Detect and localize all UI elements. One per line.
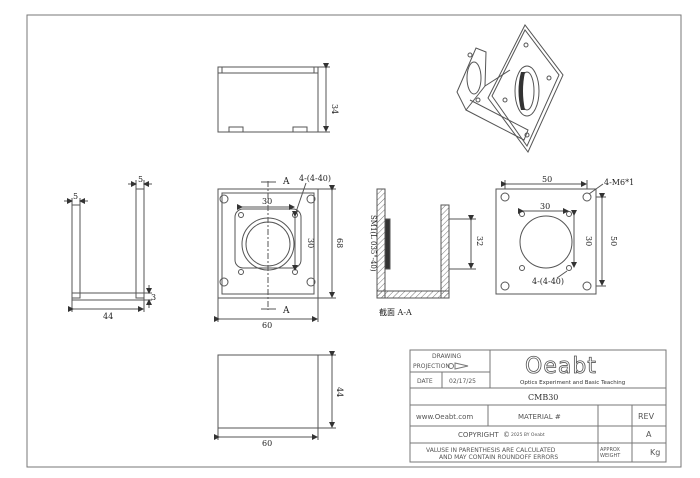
rear-inner-width-dim: 30 xyxy=(540,202,550,211)
section-height-dim: 32 xyxy=(475,236,484,246)
section-view xyxy=(376,188,476,299)
section-caption: 截面 A-A xyxy=(379,307,412,317)
logo-subtitle: Optics Experiment and Basic Teaching xyxy=(520,380,625,386)
front-section-label-bottom: A xyxy=(282,306,290,316)
rev-value: A xyxy=(646,430,652,439)
rear-view xyxy=(495,180,606,295)
drawing-label: DRAWING xyxy=(432,353,462,360)
rear-width-dim: 50 xyxy=(542,175,552,184)
front-view xyxy=(214,181,336,322)
rev-label: REV xyxy=(638,412,655,421)
approx-label: APPROX xyxy=(600,447,621,453)
front-hole-note: 4-(4-40) xyxy=(299,174,331,183)
projection-label: PROJECTION xyxy=(413,363,450,370)
disclaimer-line-2: AND MAY CONTAIN ROUNDOFF ERRORS xyxy=(439,454,558,461)
side-left-thickness-dim: 5 xyxy=(73,192,78,201)
bottom-view xyxy=(214,351,336,440)
website-link[interactable]: www.Oeabt.com xyxy=(416,413,473,421)
rear-inner-height-dim: 30 xyxy=(584,236,593,246)
section-thread-note: SM1(L 035"-40) xyxy=(369,215,377,272)
side-base-thickness-dim: 3 xyxy=(151,293,156,302)
title-block: DRAWING PROJECTION DATE 02/17/25 Oeabt O… xyxy=(409,349,667,463)
rear-hole-note: 4-M6*1 xyxy=(604,178,634,187)
part-number: CMB30 xyxy=(528,393,558,402)
front-inner-height-dim: 30 xyxy=(306,238,315,248)
rear-hole-note-bottom: 4-(4-40) xyxy=(532,277,564,286)
top-view xyxy=(217,63,330,133)
sheet-border xyxy=(26,14,682,468)
side-width-dim: 44 xyxy=(103,312,113,321)
isometric-thread-shading xyxy=(518,72,525,110)
date-value: 02/17/25 xyxy=(449,378,476,385)
top-view-height-dim: 34 xyxy=(330,104,339,114)
date-label: DATE xyxy=(417,378,433,385)
bottom-width-dim: 60 xyxy=(262,439,272,448)
weight-unit: Kg xyxy=(650,448,660,457)
bottom-height-dim: 44 xyxy=(335,387,344,397)
weight-label: WEIGHT xyxy=(600,453,621,459)
front-height-dim: 68 xyxy=(335,238,344,248)
copyright-small: 2025 BY Oeabt xyxy=(511,432,545,438)
isometric-view xyxy=(456,24,564,153)
company-logo: Oeabt xyxy=(525,354,597,379)
copyright-label: COPYRIGHT xyxy=(458,431,499,439)
front-section-label-top: A xyxy=(282,177,290,187)
side-top-thickness-dim: 5 xyxy=(138,175,143,184)
copyright-symbol: © xyxy=(503,431,510,439)
rear-height-dim: 50 xyxy=(609,236,618,246)
disclaimer-line-1: VALUSE IN PARENTHESIS ARE CALCULATED xyxy=(426,447,556,454)
front-width-dim: 60 xyxy=(262,321,272,330)
front-inner-width-dim: 30 xyxy=(262,197,272,206)
material-label: MATERIAL # xyxy=(518,413,561,421)
side-left-view xyxy=(64,180,152,312)
